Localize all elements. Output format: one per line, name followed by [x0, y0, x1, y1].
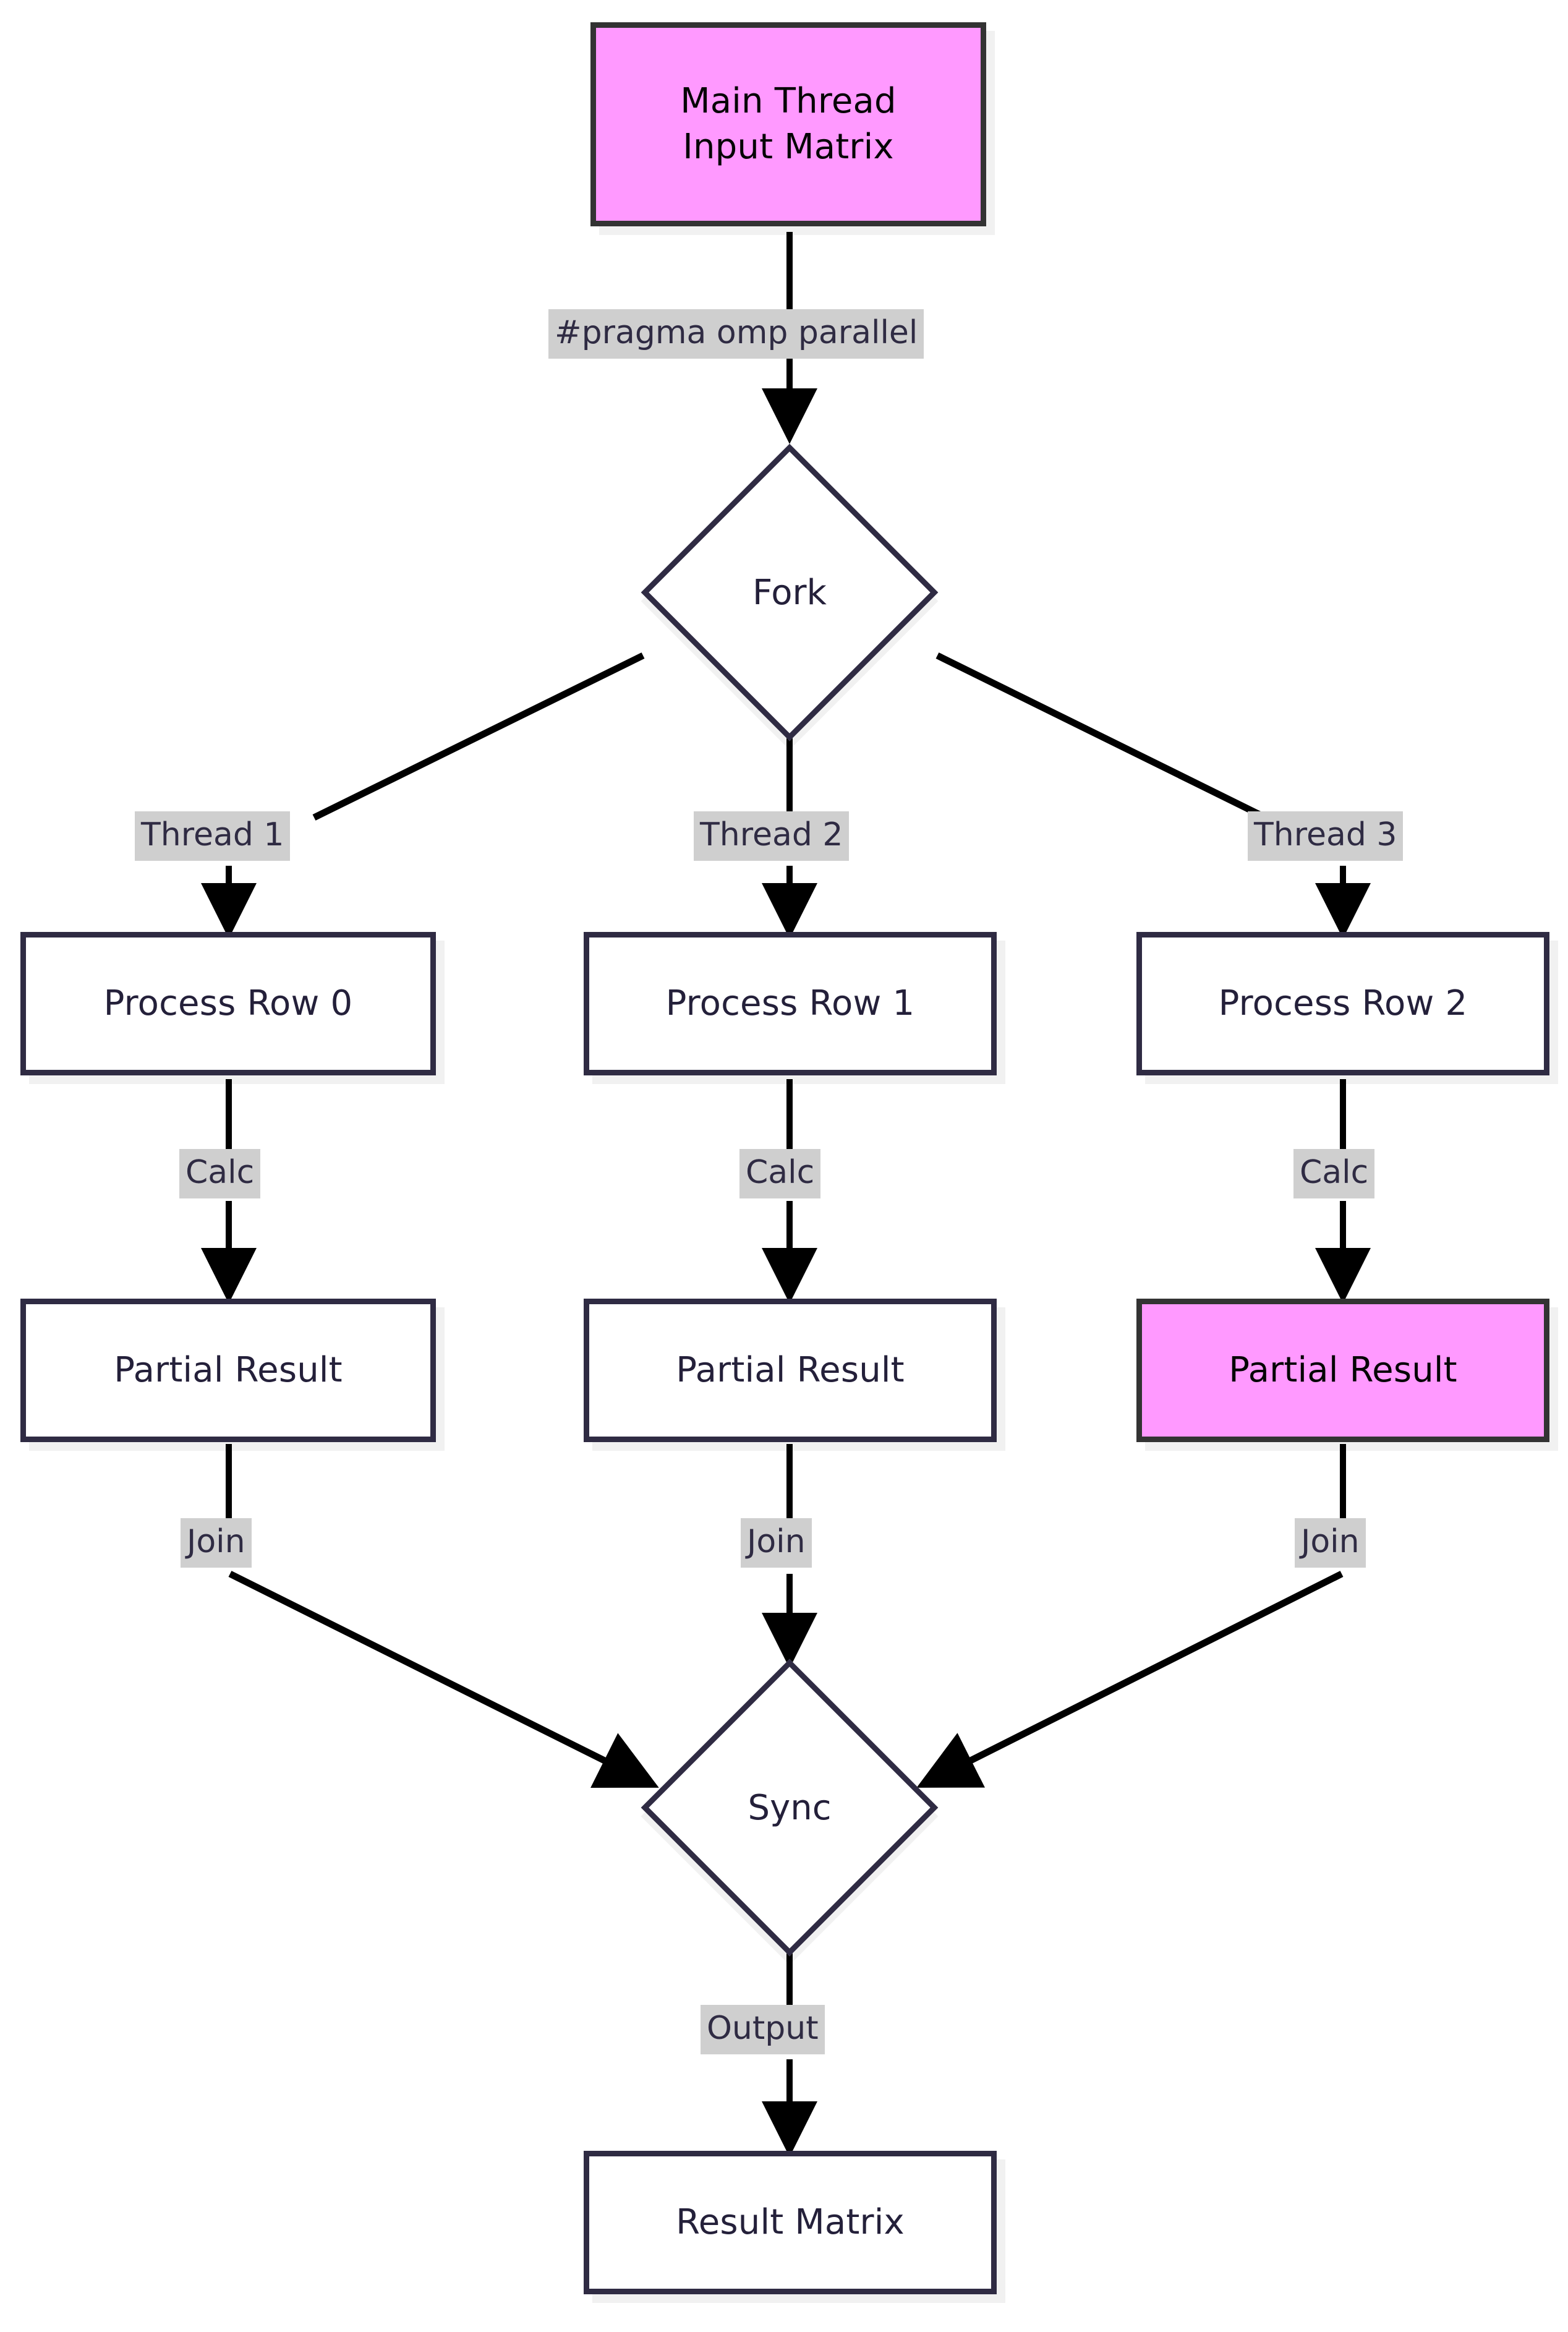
node-partial-result-2-label: Partial Result [1229, 1350, 1457, 1391]
edge-label-output: Output [701, 2005, 825, 2054]
node-partial-result-1-label: Partial Result [676, 1350, 905, 1391]
edge-part0-to-sync [226, 1444, 659, 1788]
node-process-row-1[interactable]: Process Row 1 [584, 932, 997, 1075]
edge-label-calc-0: Calc [179, 1149, 261, 1198]
edge-label-join-2: Join [1295, 1518, 1366, 1568]
node-result-matrix[interactable]: Result Matrix [584, 2151, 997, 2294]
edge-label-join-0: Join [181, 1518, 252, 1568]
edge-label-thread-1: Thread 1 [135, 811, 291, 861]
node-result-matrix-label: Result Matrix [676, 2202, 905, 2243]
node-fork-decision[interactable]: Fork [641, 443, 939, 741]
node-main-thread-input-matrix[interactable]: Main Thread Input Matrix [590, 22, 986, 226]
node-main-thread-line2: Input Matrix [683, 127, 894, 167]
node-process-row-2[interactable]: Process Row 2 [1136, 932, 1549, 1075]
node-process-row-2-label: Process Row 2 [1218, 983, 1468, 1024]
node-partial-result-0-label: Partial Result [114, 1350, 343, 1391]
node-process-row-0-label: Process Row 0 [103, 983, 353, 1024]
node-process-row-1-label: Process Row 1 [665, 983, 915, 1024]
edge-fork-to-proc0 [201, 652, 645, 939]
edge-label-pragma-omp-parallel: #pragma omp parallel [548, 309, 924, 359]
node-sync-decision[interactable]: Sync [641, 1659, 939, 1957]
edge-label-thread-3: Thread 3 [1248, 811, 1404, 861]
edge-label-join-1: Join [741, 1518, 812, 1568]
node-fork-label: Fork [752, 572, 827, 613]
node-partial-result-2[interactable]: Partial Result [1136, 1299, 1549, 1442]
node-process-row-0[interactable]: Process Row 0 [20, 932, 436, 1075]
edge-part2-to-sync [916, 1444, 1346, 1788]
edge-label-thread-2: Thread 2 [694, 811, 850, 861]
node-partial-result-1[interactable]: Partial Result [584, 1299, 997, 1442]
edge-label-calc-2: Calc [1293, 1149, 1375, 1198]
node-sync-label: Sync [748, 1787, 832, 1828]
node-main-thread-line1: Main Thread [680, 81, 897, 122]
edge-fork-to-proc2 [935, 652, 1371, 939]
edge-label-calc-1: Calc [739, 1149, 821, 1198]
node-partial-result-0[interactable]: Partial Result [20, 1299, 436, 1442]
